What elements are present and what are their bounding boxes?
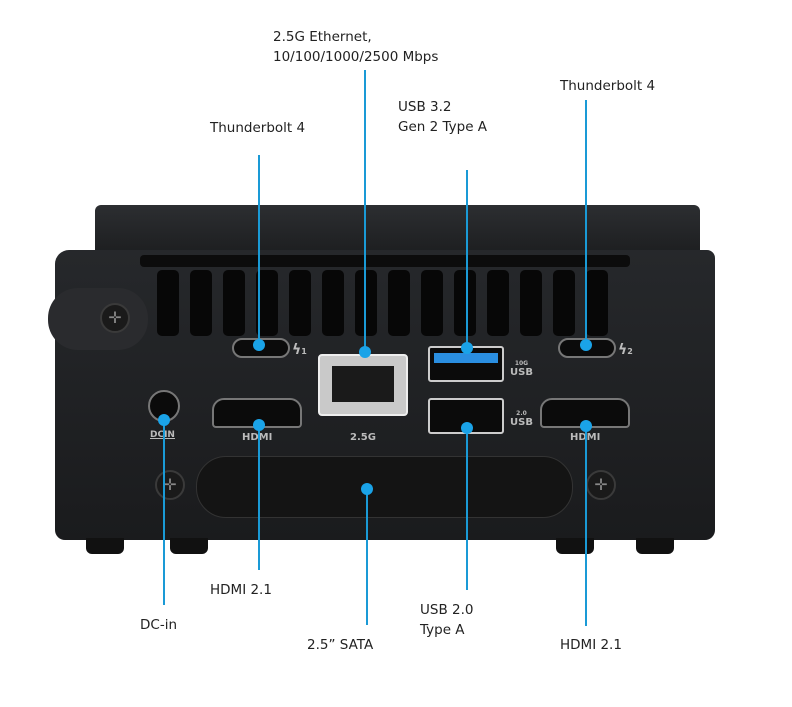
vent-slot: [487, 270, 509, 336]
callout-line-usb32: [466, 170, 468, 348]
vent-slot: [223, 270, 245, 336]
label-thunderbolt-left: Thunderbolt 4: [210, 120, 306, 136]
foot: [86, 538, 124, 554]
foot: [556, 538, 594, 554]
vent-slot: [289, 270, 311, 336]
device-lid: [95, 205, 700, 257]
label-dc-in: DC-in: [140, 617, 177, 633]
callout-dot: [361, 483, 373, 495]
screw-right-icon: ✛: [586, 470, 616, 500]
callout-dot: [253, 339, 265, 351]
label-hdmi-left: HDMI 2.1: [210, 582, 272, 598]
label-sata: 2.5” SATA: [307, 637, 374, 653]
thunderbolt-1-icon: ϟ1: [292, 342, 307, 358]
callout-dot: [253, 419, 265, 431]
callout-line-hdmi-left: [258, 425, 260, 570]
vent-strip: [140, 255, 630, 267]
lan-label: 2.5G: [350, 432, 376, 443]
thunderbolt-2-icon: ϟ2: [618, 342, 633, 358]
callout-dot: [580, 420, 592, 432]
callout-dot: [359, 346, 371, 358]
callout-dot: [158, 414, 170, 426]
foot: [636, 538, 674, 554]
bracket-screw-icon: ✛: [100, 303, 130, 333]
vent-slot: [421, 270, 443, 336]
callout-dot: [580, 339, 592, 351]
vent-slot: [355, 270, 377, 336]
callout-line-hdmi-right: [585, 426, 587, 626]
dcin-label: DCIN: [150, 430, 175, 440]
screw-left-icon: ✛: [155, 470, 185, 500]
vent-slot: [520, 270, 542, 336]
vent-slot: [553, 270, 575, 336]
label-hdmi-right: HDMI 2.1: [560, 637, 622, 653]
callout-dot: [461, 342, 473, 354]
sata-bay-cover: [196, 456, 573, 518]
label-thunderbolt-right: Thunderbolt 4: [560, 78, 656, 94]
label-ethernet: 2.5G Ethernet,10/100/1000/2500 Mbps: [273, 29, 439, 65]
vent-slot: [586, 270, 608, 336]
vent-slot: [256, 270, 278, 336]
foot: [170, 538, 208, 554]
vent-slot: [322, 270, 344, 336]
vent-slot: [388, 270, 410, 336]
callout-dot: [461, 422, 473, 434]
callout-line-sata: [366, 490, 368, 625]
kensington-bracket: [48, 288, 148, 350]
callout-line-tb-right: [585, 100, 587, 345]
callout-line-dc-in: [163, 420, 165, 605]
callout-line-usb20: [466, 428, 468, 590]
ethernet-port: [318, 354, 408, 416]
vent-slot: [454, 270, 476, 336]
vent-slot: [157, 270, 179, 336]
callout-line-tb-left: [258, 155, 260, 345]
hdmi-left-label: HDMI: [242, 432, 272, 443]
callout-line-ethernet: [364, 70, 366, 352]
vent-slot: [190, 270, 212, 336]
